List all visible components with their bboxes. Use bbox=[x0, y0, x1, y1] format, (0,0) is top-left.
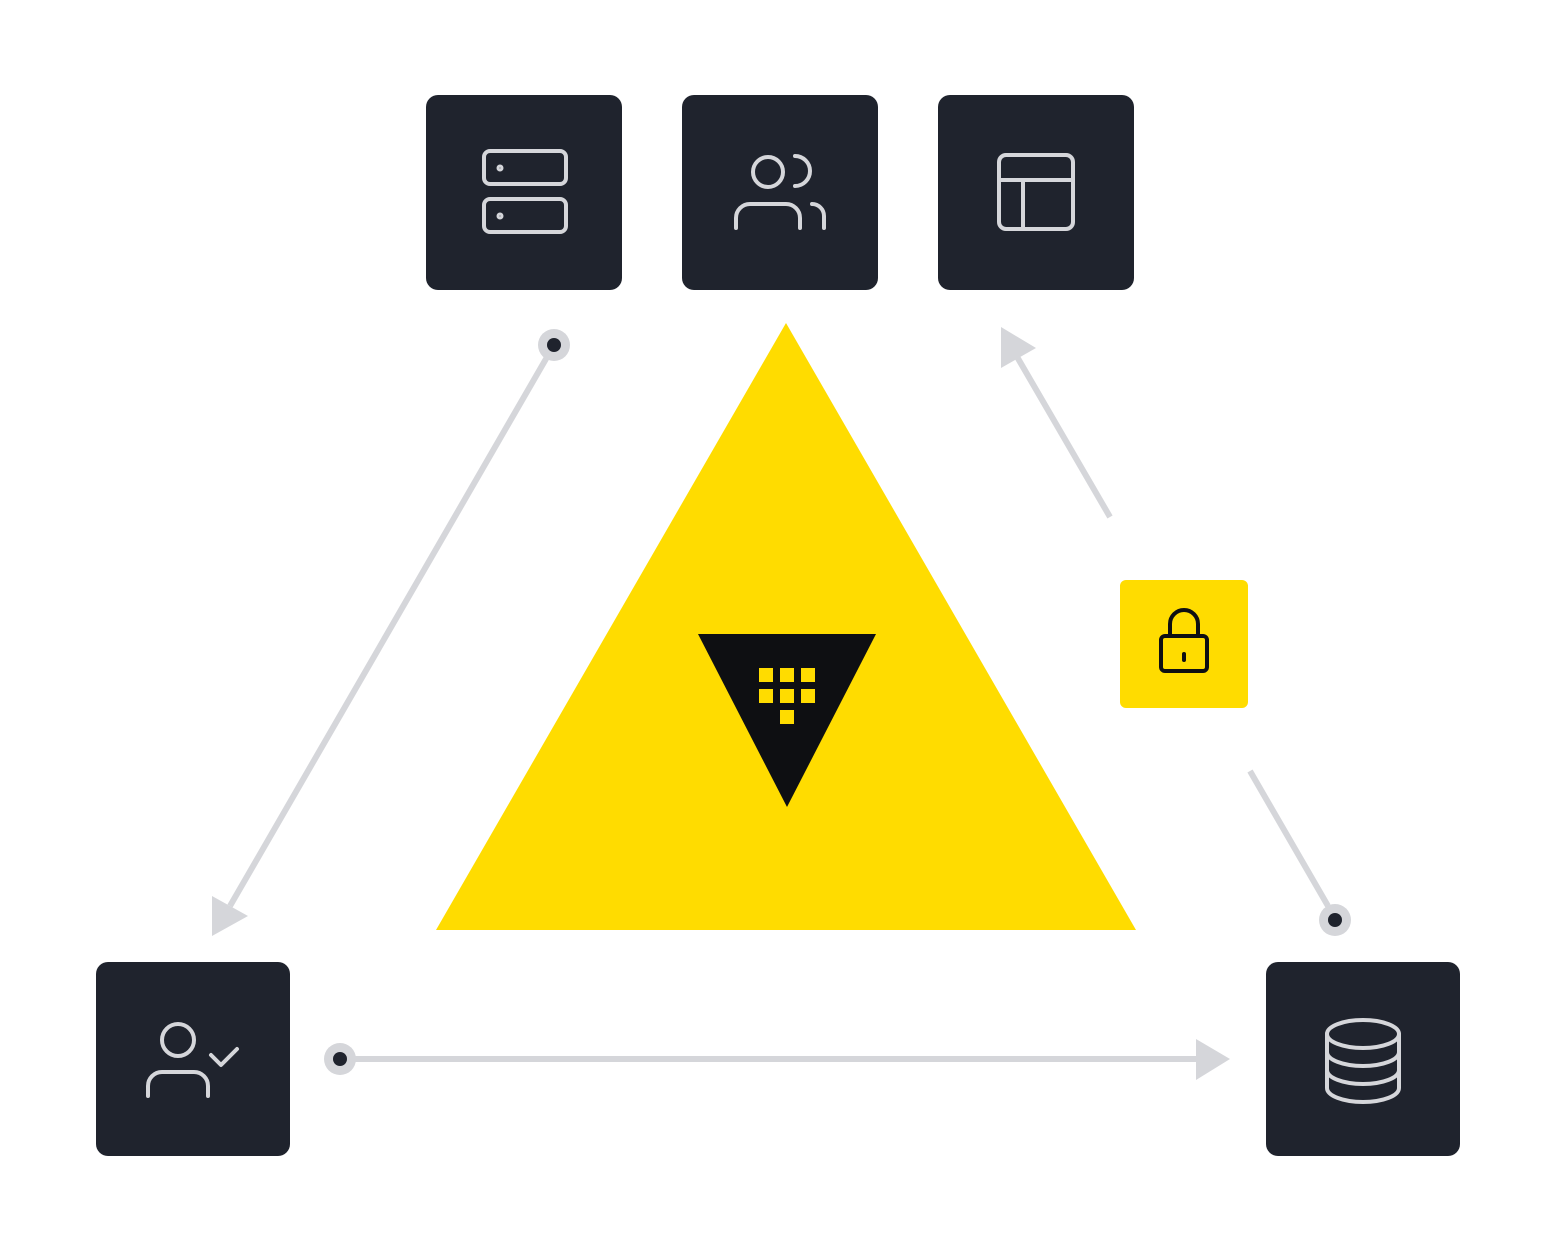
users-tile bbox=[682, 95, 878, 290]
arrowhead-icon bbox=[1001, 327, 1036, 368]
arrowhead-icon bbox=[1196, 1039, 1230, 1080]
vault-logo bbox=[698, 634, 876, 807]
users-icon bbox=[734, 154, 826, 230]
central-triangle bbox=[436, 323, 1136, 930]
server-icon bbox=[482, 149, 568, 234]
lock-icon bbox=[1159, 608, 1209, 673]
user-check-tile bbox=[96, 962, 290, 1156]
connector-database-to-lock bbox=[1247, 769, 1351, 936]
connector-server-to-user bbox=[212, 329, 570, 936]
database-tile bbox=[1266, 962, 1460, 1156]
connector-user-to-database bbox=[324, 1039, 1230, 1080]
server-tile bbox=[426, 95, 622, 290]
layout-icon bbox=[997, 153, 1075, 231]
user-check-icon bbox=[146, 1022, 239, 1098]
layout-tile bbox=[938, 95, 1134, 290]
arrowhead-icon bbox=[212, 896, 248, 936]
lock-tile bbox=[1120, 580, 1248, 708]
database-icon bbox=[1325, 1018, 1401, 1104]
connector-lock-to-layout bbox=[1001, 327, 1113, 519]
